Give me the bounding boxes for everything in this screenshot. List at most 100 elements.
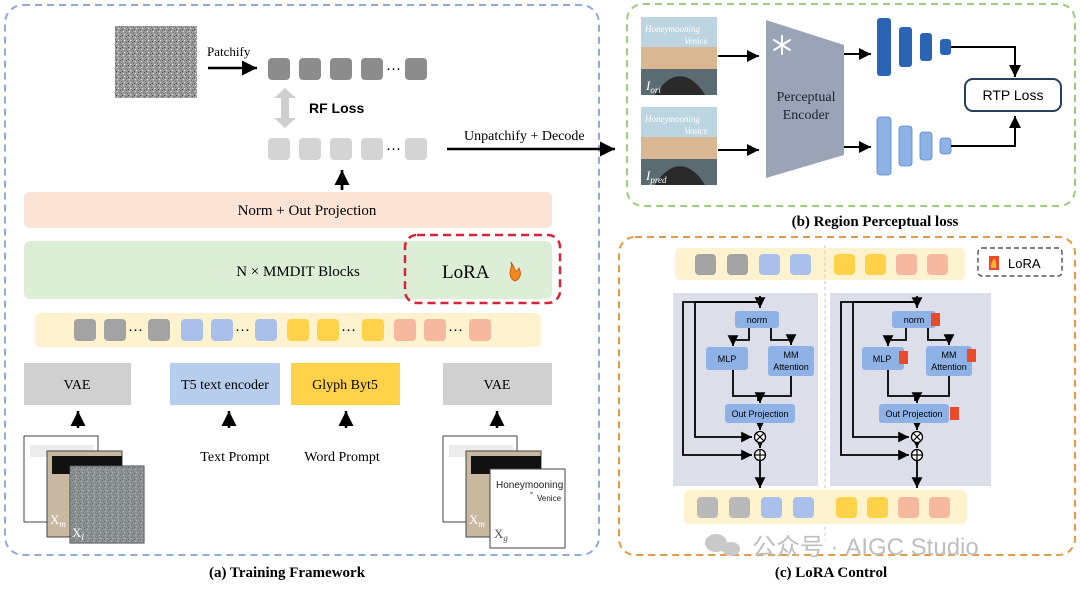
perceptual-encoder bbox=[766, 20, 844, 178]
mlp-label: MLP bbox=[718, 354, 737, 364]
mm-label-1: MM bbox=[942, 350, 957, 360]
token bbox=[759, 254, 780, 275]
token bbox=[896, 254, 917, 275]
token-row-c-bottom bbox=[697, 497, 950, 518]
panel-b-border bbox=[626, 3, 1076, 207]
token bbox=[424, 319, 446, 341]
poster-pred-venice: Venice bbox=[684, 126, 707, 136]
token bbox=[867, 497, 888, 518]
vae-left bbox=[24, 363, 131, 405]
xm-label-left: Xm bbox=[50, 512, 66, 529]
encoder-label-1: Perceptual bbox=[776, 90, 835, 105]
mlp-node bbox=[706, 347, 748, 370]
xm-label-right: Xm bbox=[469, 512, 485, 529]
vae-left-label: VAE bbox=[64, 378, 91, 393]
img-pred-label: Ipred bbox=[645, 168, 667, 185]
lora-badges bbox=[899, 313, 976, 420]
mm-label-2: Attention bbox=[931, 362, 967, 372]
token bbox=[148, 319, 170, 341]
token bbox=[793, 497, 814, 518]
token bbox=[929, 497, 950, 518]
token bbox=[790, 254, 811, 275]
norm-node bbox=[892, 311, 936, 328]
lora-box bbox=[403, 233, 562, 305]
token-row-c-top bbox=[695, 254, 948, 275]
xg-label-right: Xg bbox=[494, 526, 508, 543]
token bbox=[181, 319, 203, 341]
token bbox=[287, 319, 309, 341]
feature-bars-pred bbox=[876, 116, 952, 176]
token bbox=[268, 138, 290, 160]
token bbox=[299, 138, 321, 160]
glyph-venice: Venice bbox=[537, 494, 562, 503]
norm-label: norm bbox=[747, 315, 768, 325]
watermark: 公众号 · AIGC Studio bbox=[752, 534, 979, 561]
token bbox=[695, 254, 716, 275]
fire-icon bbox=[950, 407, 959, 420]
unpatchify-label: Unpatchify + Decode bbox=[464, 129, 585, 144]
poster-ori bbox=[641, 17, 717, 95]
caption-c: (c) LoRA Control bbox=[775, 565, 887, 581]
multiply-icon bbox=[753, 430, 767, 444]
xl-label-left: Xl bbox=[72, 525, 84, 542]
token bbox=[74, 319, 96, 341]
token bbox=[299, 58, 321, 80]
poster-ori-venice: Venice bbox=[684, 36, 707, 46]
rf-loss-label: RF Loss bbox=[309, 100, 364, 116]
t5-encoder bbox=[170, 363, 280, 405]
encoder-label-2: Encoder bbox=[783, 108, 830, 123]
token bbox=[394, 319, 416, 341]
out-projection-node bbox=[879, 404, 949, 423]
img-ori-label: Iori bbox=[645, 78, 661, 95]
token bbox=[211, 319, 233, 341]
token bbox=[836, 497, 857, 518]
token bbox=[361, 58, 383, 80]
word-prompt: Word Prompt bbox=[304, 450, 380, 465]
ellipsis: ··· bbox=[386, 62, 401, 78]
norm-label: norm bbox=[904, 315, 925, 325]
panel-c-border bbox=[618, 236, 1076, 556]
rf-loss-double-arrow bbox=[274, 88, 296, 128]
multiply-icon bbox=[910, 430, 924, 444]
glyph-byt5 bbox=[291, 363, 400, 405]
ellipsis: ··· bbox=[448, 323, 463, 339]
lora-legend-label: LoRA bbox=[1008, 256, 1041, 271]
panel-a-border bbox=[4, 4, 600, 556]
poster-pred-title: Honeymooning bbox=[644, 114, 700, 124]
mm-label-1: MM bbox=[784, 350, 799, 360]
lora-block-graph bbox=[840, 296, 955, 488]
vae-right-label: VAE bbox=[484, 378, 511, 393]
noise-image bbox=[115, 26, 197, 98]
fire-icon bbox=[967, 349, 976, 362]
norm-out-label: Norm + Out Projection bbox=[238, 203, 377, 219]
token-row-input: ··· ··· ··· ··· bbox=[74, 319, 491, 341]
fire-icon bbox=[899, 351, 908, 364]
patchify-label: Patchify bbox=[207, 44, 251, 59]
ellipsis: ··· bbox=[341, 323, 356, 339]
token bbox=[317, 319, 339, 341]
t5-label: T5 text encoder bbox=[181, 378, 269, 393]
token bbox=[104, 319, 126, 341]
token bbox=[330, 138, 352, 160]
ellipsis: ··· bbox=[386, 142, 401, 158]
token bbox=[865, 254, 886, 275]
xp-label-left: Xp bbox=[29, 501, 43, 518]
rtp-loss-box bbox=[964, 78, 1062, 112]
wechat-icon bbox=[705, 534, 740, 556]
token bbox=[362, 319, 384, 341]
token bbox=[898, 497, 919, 518]
poster-pred bbox=[641, 107, 717, 185]
token bbox=[697, 497, 718, 518]
token-row-output: ··· bbox=[268, 138, 427, 160]
add-icon bbox=[753, 448, 767, 462]
glyph-title: Honeymooning bbox=[496, 480, 563, 491]
out-projection-label: Out Projection bbox=[885, 409, 942, 419]
mmdit-label: N × MMDIT Blocks bbox=[236, 264, 360, 280]
mm-attention-node bbox=[926, 346, 972, 376]
lora-top-token-bar bbox=[675, 248, 965, 280]
norm-out-projection-block bbox=[24, 192, 552, 228]
token bbox=[405, 138, 427, 160]
token bbox=[927, 254, 948, 275]
token bbox=[727, 254, 748, 275]
